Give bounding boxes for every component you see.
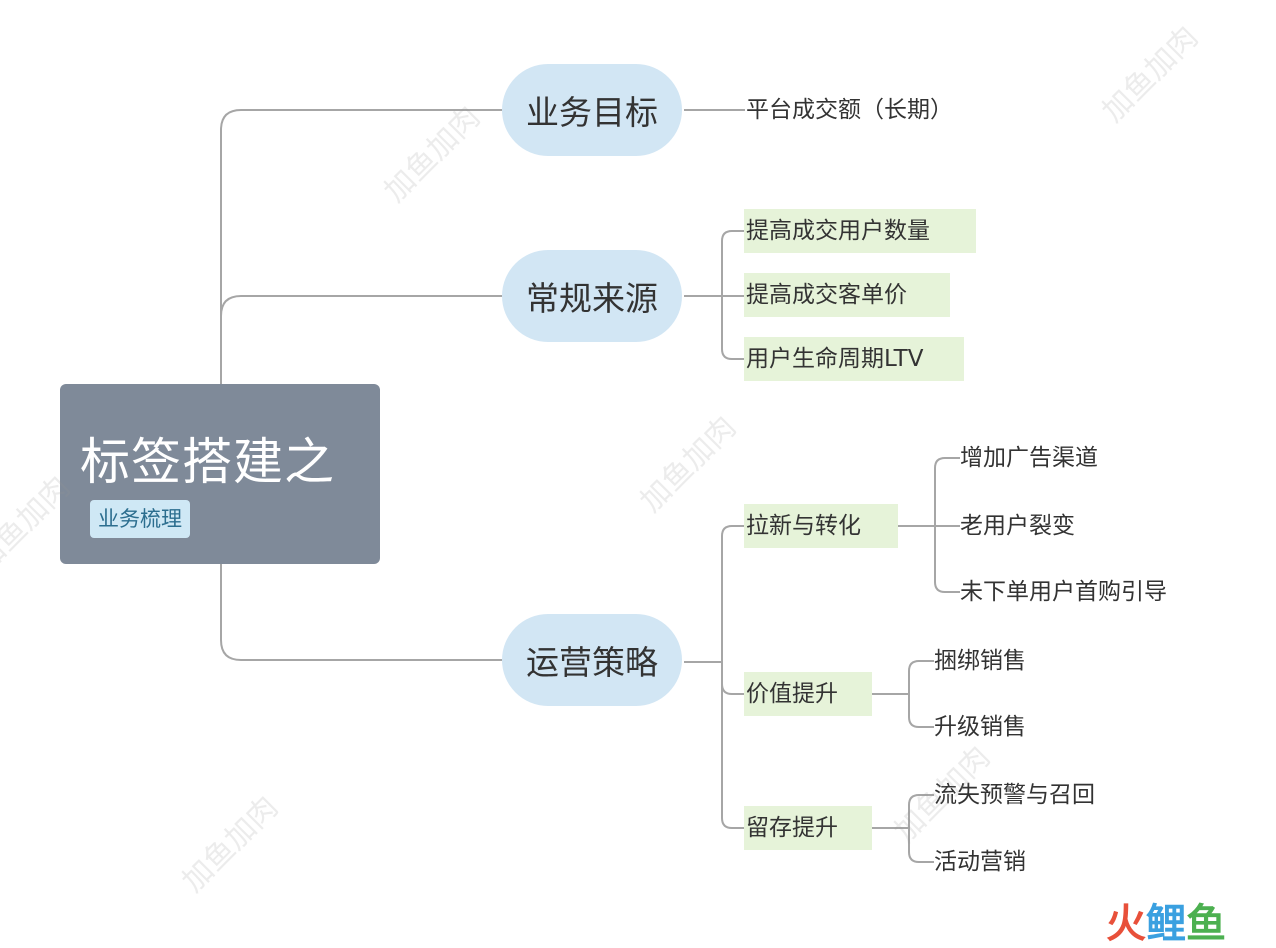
leaf-node-bundle-sales[interactable]: 捆绑销售 bbox=[934, 648, 1026, 674]
root-subtitle-tag: 业务梳理 bbox=[90, 500, 190, 538]
branch-node-regular-source[interactable]: 常规来源 bbox=[502, 250, 682, 342]
leaf-node-campaign-marketing[interactable]: 活动营销 bbox=[934, 849, 1026, 875]
leaf-node-first-purchase[interactable]: 未下单用户首购引导 bbox=[960, 579, 1167, 605]
root-node[interactable]: 标签搭建之 业务梳理 bbox=[60, 384, 380, 564]
leaf-node-ad-channels[interactable]: 增加广告渠道 bbox=[960, 445, 1098, 471]
leaf-node-platform-gmv[interactable]: 平台成交额（长期） bbox=[746, 97, 953, 123]
branch-node-operation-strategy[interactable]: 运营策略 bbox=[502, 614, 682, 706]
sub-node-acquisition-conversion[interactable]: 拉新与转化 bbox=[744, 504, 898, 548]
sub-node-retention-increase[interactable]: 留存提升 bbox=[744, 806, 872, 850]
sub-node-value-increase[interactable]: 价值提升 bbox=[744, 672, 872, 716]
branch-node-business-goal[interactable]: 业务目标 bbox=[502, 64, 682, 156]
root-title: 标签搭建之 bbox=[80, 433, 335, 491]
brand-logo: 火鲤鱼 bbox=[1106, 902, 1226, 946]
leaf-node-increase-buyers[interactable]: 提高成交用户数量 bbox=[744, 209, 976, 253]
logo-part-1: 火 bbox=[1106, 901, 1146, 947]
logo-part-3: 鱼 bbox=[1186, 901, 1226, 947]
leaf-node-upsell[interactable]: 升级销售 bbox=[934, 714, 1026, 740]
leaf-node-user-ltv[interactable]: 用户生命周期LTV bbox=[744, 337, 964, 381]
leaf-node-increase-aov[interactable]: 提高成交客单价 bbox=[744, 273, 950, 317]
logo-part-2: 鲤 bbox=[1146, 901, 1186, 947]
leaf-node-referral[interactable]: 老用户裂变 bbox=[960, 513, 1075, 539]
leaf-node-churn-recall[interactable]: 流失预警与召回 bbox=[934, 782, 1095, 808]
